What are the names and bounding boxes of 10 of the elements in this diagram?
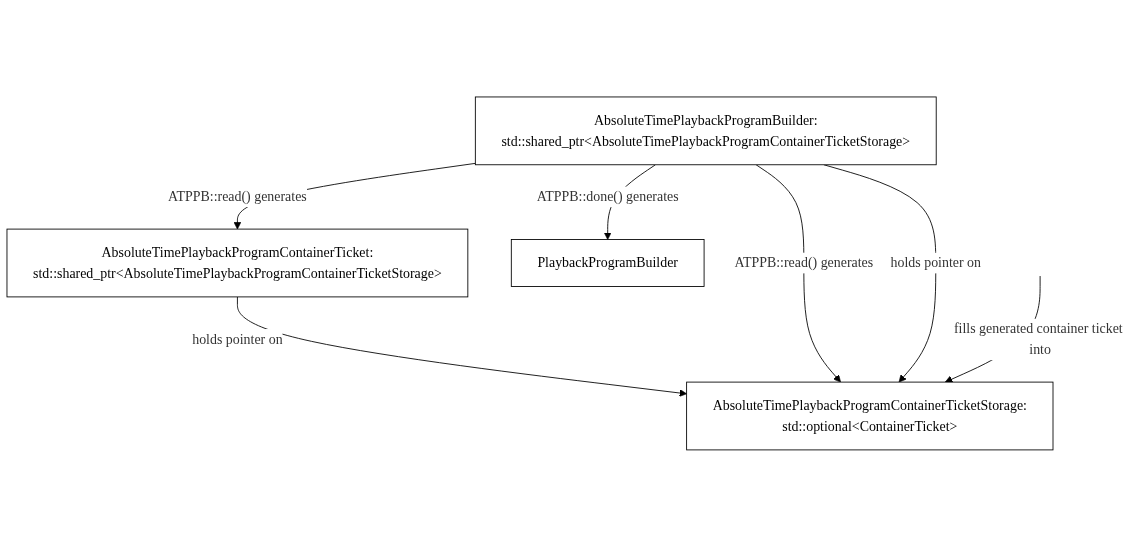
edge-label: ATPPB::read() generates	[168, 188, 307, 204]
edge-label: holds pointer on	[890, 254, 981, 270]
edge-label: fills generated container ticket into	[953, 320, 1123, 357]
edge-label: ATPPB::read() generates	[734, 254, 874, 270]
node-box: AbsoluteTimePlaybackProgramBuilder: std::shared_ptr<AbsoluteTimePlaybackProgramContainerTicketStorage>	[474, 96, 937, 165]
node-box: AbsoluteTimePlaybackProgramContainerTicket: std::shared_ptr<AbsoluteTimePlaybackProgramContainerTicketStorage>	[6, 228, 469, 297]
edge-label: holds pointer on	[192, 331, 283, 347]
node-box: PlaybackProgramBuilder	[510, 238, 705, 287]
node-box: AbsoluteTimePlaybackProgramContainerTicketStorage: std::optional<ContainerTicket>	[686, 381, 1054, 450]
edge-label: ATPPB::done() generates	[536, 188, 679, 204]
